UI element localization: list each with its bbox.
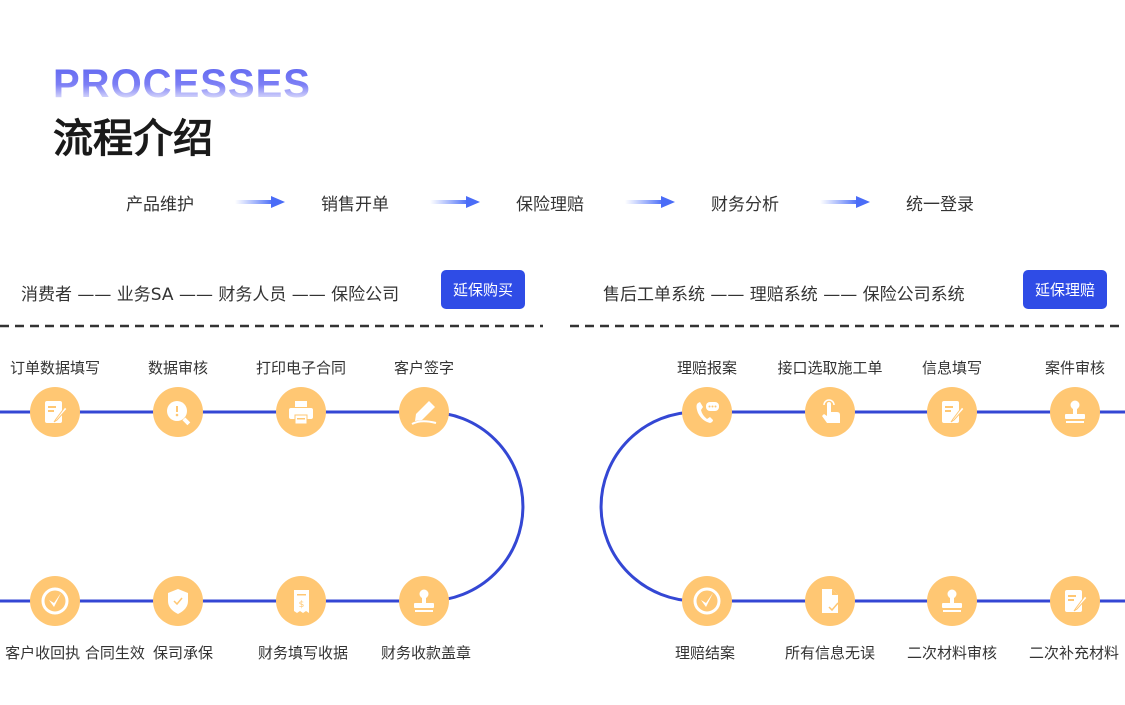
flow-step-1: 产品维护 [126,195,194,215]
signature-pen-icon [399,387,449,437]
left-role-chain: 消费者 —— 业务SA —— 财务人员 —— 保险公司 [21,285,400,305]
step-label: 信息填写 [921,359,983,377]
step-label: 理赔报案 [676,359,738,377]
step-label: 财务收款盖章 [380,644,472,662]
right-system-chain: 售后工单系统 —— 理赔系统 —— 保险公司系统 [603,285,965,305]
step-label: 打印电子合同 [255,359,347,377]
extended-warranty-purchase-button[interactable]: 延保购买 [441,270,525,309]
receipt-icon: $ [276,576,326,626]
flow-step-5: 统一登录 [906,195,974,215]
stamp-icon [927,576,977,626]
step-label: 客户收回执 合同生效 [5,644,145,662]
stamp-icon [399,576,449,626]
arrow-right-icon [235,196,285,208]
step-label: 财务填写收据 [257,644,349,662]
svg-text:$: $ [299,600,305,610]
step-label: 客户签字 [393,359,455,377]
step-label: 数据审核 [147,359,209,377]
extended-warranty-claim-button[interactable]: 延保理赔 [1023,270,1107,309]
search-review-icon [153,387,203,437]
arrow-right-icon [820,196,870,208]
arrow-right-icon [430,196,480,208]
step-label: 接口选取施工单 [777,359,883,377]
step-label: 所有信息无误 [784,644,876,662]
right-path-line [599,410,1125,603]
edit-form-icon [927,387,977,437]
step-label: 理赔结案 [674,644,736,662]
edit-form-icon [1050,576,1100,626]
step-label: 二次补充材料 [1028,644,1120,662]
step-label: 二次材料审核 [906,644,998,662]
left-path-line [0,410,525,603]
check-circle-icon [682,576,732,626]
flow-step-2: 销售开单 [321,195,389,215]
page-title: 流程介绍 [53,116,213,162]
flow-step-4: 财务分析 [711,195,779,215]
touch-hand-icon [805,387,855,437]
title-english: PROCESSES [53,62,311,100]
step-label: 案件审核 [1044,359,1106,377]
flow-step-3: 保险理赔 [516,195,584,215]
step-label: 保司承保 [152,644,214,662]
document-check-icon [805,576,855,626]
arrow-right-icon [625,196,675,208]
printer-icon [276,387,326,437]
step-label: 订单数据填写 [9,359,101,377]
phone-chat-icon [682,387,732,437]
stamp-icon [1050,387,1100,437]
edit-form-icon [30,387,80,437]
check-circle-icon [30,576,80,626]
shield-check-icon [153,576,203,626]
